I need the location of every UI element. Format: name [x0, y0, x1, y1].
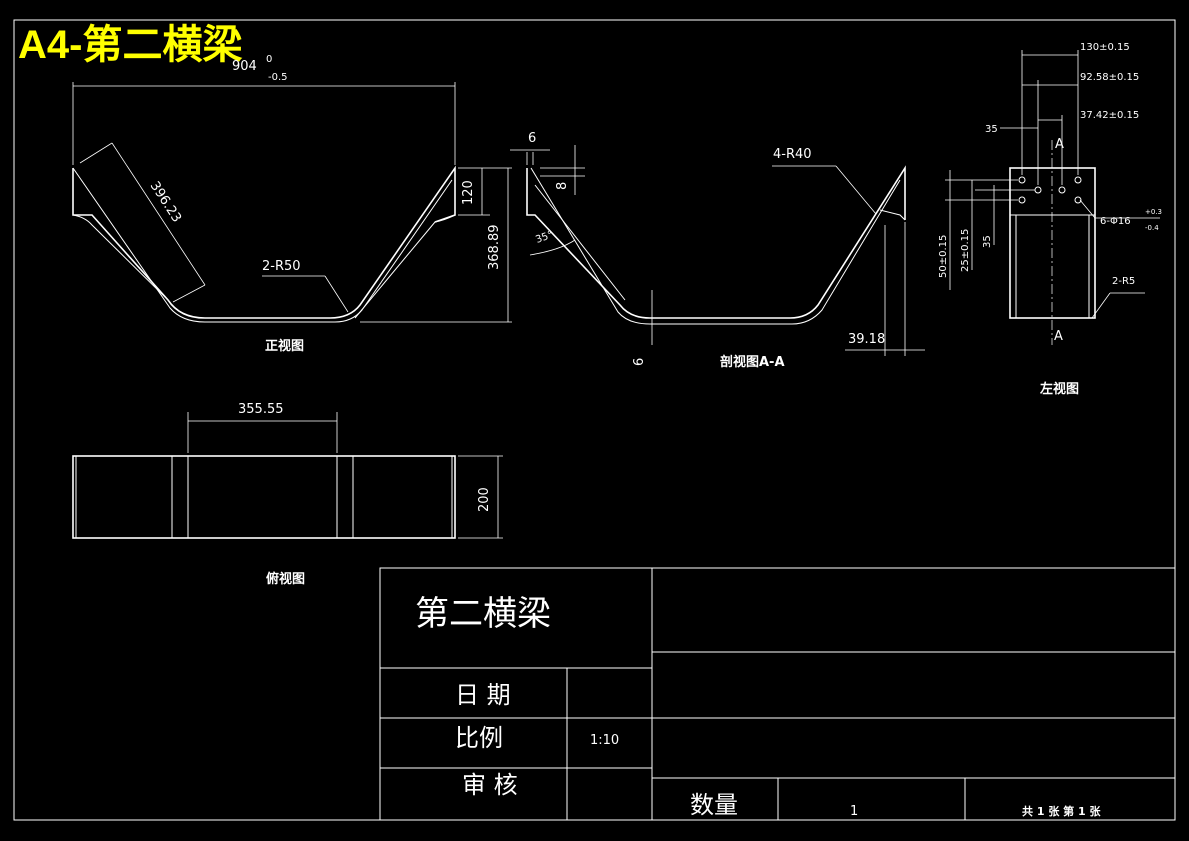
front-side-dim-line — [111, 142, 206, 286]
left-dim-92: 92.58±0.15 — [1080, 72, 1139, 83]
front-view-profile-outer — [72, 165, 456, 319]
section-angle-dim: 35° — [534, 229, 554, 245]
title-block-scale-label: 比例 — [455, 724, 503, 752]
left-view-outline — [1009, 167, 1096, 319]
left-view-hole — [1058, 186, 1066, 194]
front-view: 904 0 -0.5 396.23 120 368.89 2-R50 正视图 — [72, 54, 512, 354]
left-hole-tol-down: -0.4 — [1145, 224, 1159, 232]
front-side-length-dim: 396.23 — [147, 179, 184, 225]
top-width-dim: 355.55 — [238, 402, 284, 417]
left-section-mark-top: A — [1055, 137, 1064, 152]
title-block-quantity-label: 数量 — [690, 791, 738, 819]
left-radius: 2-R5 — [1112, 276, 1135, 287]
left-view-hole — [1074, 176, 1082, 184]
section-view: 6 8 35° 6 4-R40 39.18 剖视图A-A — [510, 131, 925, 370]
title-block-date-label: 日 期 — [455, 681, 511, 709]
left-view-hole — [1034, 186, 1042, 194]
front-view-profile-inner — [72, 167, 453, 323]
front-overall-lower-tol: -0.5 — [268, 72, 288, 83]
section-flange-width-dim: 6 — [528, 131, 536, 146]
front-total-height-dim: 368.89 — [487, 225, 502, 271]
section-view-profile-inner — [530, 167, 901, 325]
left-view-hole — [1018, 176, 1026, 184]
left-view: 130±0.15 92.58±0.15 37.42±0.15 35 A 50±0… — [938, 42, 1162, 397]
front-flange-height-dim: 120 — [461, 180, 476, 205]
front-radius-leader — [324, 275, 349, 313]
left-view-hole — [1074, 196, 1082, 204]
top-view-outline — [72, 455, 456, 539]
left-dim-35-top: 35 — [985, 124, 998, 135]
left-section-mark-bottom: A — [1054, 329, 1063, 344]
sheet-title: A4-第二横梁 — [18, 23, 242, 67]
section-view-hatch-line — [534, 184, 626, 301]
title-block-review-label: 审 核 — [462, 771, 518, 799]
title-block-sheet-info: 共 1 张 第 1 张 — [1022, 804, 1101, 818]
front-bend-radius: 2-R50 — [262, 259, 301, 274]
left-hole-callout: 6-Φ16 — [1100, 216, 1131, 227]
left-hole-tol-up: +0.3 — [1145, 208, 1162, 216]
section-flange-height-dim: 8 — [555, 182, 570, 190]
left-dim-25: 25±0.15 — [960, 229, 971, 272]
title-block-quantity-value: 1 — [850, 804, 858, 819]
section-bend-radius: 4-R40 — [773, 147, 812, 162]
title-block-scale-value: 1:10 — [590, 733, 619, 748]
front-view-profile-flange-left — [72, 214, 169, 301]
section-view-label: 剖视图A-A — [720, 354, 785, 370]
title-block-part-name: 第二横梁 — [415, 594, 551, 634]
left-view-hole — [1018, 196, 1026, 204]
front-view-label: 正视图 — [265, 338, 304, 354]
title-block: 第二横梁 日 期 比例 1:10 审 核 数量 1 共 1 张 第 1 张 — [379, 567, 1176, 821]
section-angle-arc — [529, 239, 576, 256]
left-view-label: 左视图 — [1040, 381, 1079, 397]
section-view-profile-outer — [526, 165, 906, 319]
left-dim-130: 130±0.15 — [1080, 42, 1130, 53]
left-dim-37: 37.42±0.15 — [1080, 110, 1139, 121]
section-view-right-flange — [879, 209, 906, 221]
top-depth-dim: 200 — [477, 487, 492, 512]
top-view-label: 俯视图 — [266, 571, 305, 587]
left-dim-50: 50±0.15 — [938, 235, 949, 278]
front-overall-upper-tol: 0 — [266, 54, 272, 65]
front-overall-dim: 904 — [232, 59, 257, 74]
front-view-profile-flange-right — [354, 214, 456, 319]
section-offset-dim: 39.18 — [848, 332, 885, 347]
left-dim-35-vert: 35 — [982, 235, 993, 248]
section-radius-leader — [835, 165, 877, 215]
top-view: 355.55 200 俯视图 — [72, 402, 503, 587]
section-thickness-dim: 6 — [632, 358, 647, 366]
